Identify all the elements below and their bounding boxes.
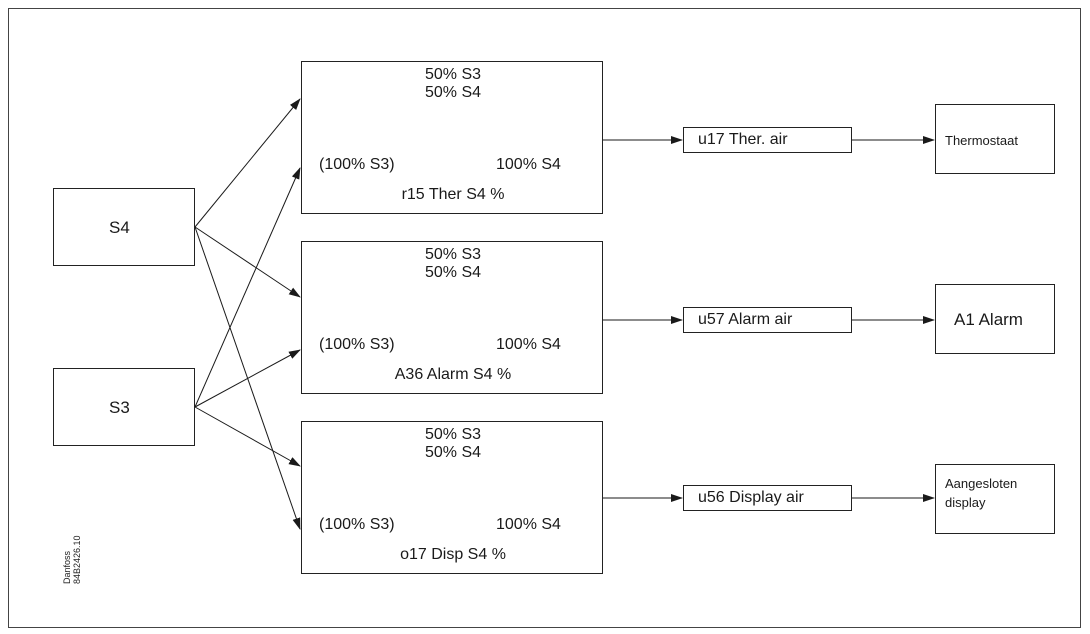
output-label: u57 Alarm air — [698, 311, 793, 328]
credit-company: Danfoss — [62, 550, 72, 584]
document-credit: Danfoss 84B2426.10 — [62, 535, 82, 584]
diagram-frame — [8, 8, 1081, 628]
input-s4-box: S4 — [53, 188, 195, 266]
mixer-top-label: 50% S3 — [424, 246, 482, 263]
input-s4-label: S4 — [109, 218, 130, 237]
arrow-s3-to-mixer-1 — [194, 167, 301, 408]
arrow-s4-to-mixer-2 — [194, 226, 301, 298]
mixer-top-label: 50% S4 — [424, 264, 482, 281]
destination-label: Thermostaat — [945, 133, 1018, 148]
mixer-right-label: 100% S4 — [496, 516, 561, 533]
destination-label: A1 Alarm — [954, 310, 1023, 329]
mixer-left-label: (100% S3) — [319, 516, 395, 533]
mixer-box-thermostat: 50% S3 50% S4 (100% S3) 100% S4 r15 Ther… — [301, 61, 603, 214]
mixer-top-label: 50% S3 — [424, 66, 482, 83]
mixer-left-label: (100% S3) — [319, 156, 395, 173]
destination-label: Aangesloten display — [945, 476, 1018, 510]
mixer-top-label: 50% S4 — [424, 84, 482, 101]
output-box-thermostat: u17 Ther. air — [683, 127, 852, 153]
input-s3-label: S3 — [109, 398, 130, 417]
mixer-top-label: 50% S4 — [424, 444, 482, 461]
mixer-param-label: A36 Alarm S4 % — [394, 366, 512, 383]
mixer-box-alarm: 50% S3 50% S4 (100% S3) 100% S4 A36 Alar… — [301, 241, 603, 394]
mixer-param-label: o17 Disp S4 % — [400, 546, 506, 563]
arrow-s4-to-mixer-1 — [194, 98, 301, 228]
output-box-display: u56 Display air — [683, 485, 852, 511]
mixer-param-label: r15 Ther S4 % — [401, 186, 505, 203]
destination-box-display: Aangesloten display — [935, 464, 1055, 534]
mixer-left-label: (100% S3) — [319, 336, 395, 353]
input-s3-box: S3 — [53, 368, 195, 446]
output-box-alarm: u57 Alarm air — [683, 307, 852, 333]
mixer-box-display: 50% S3 50% S4 (100% S3) 100% S4 o17 Disp… — [301, 421, 603, 574]
mixer-top-label: 50% S3 — [424, 426, 482, 443]
arrow-s3-to-mixer-3 — [194, 406, 301, 467]
mixer-right-label: 100% S4 — [496, 156, 561, 173]
arrow-s3-to-mixer-2 — [194, 349, 301, 408]
output-label: u17 Ther. air — [698, 131, 788, 148]
destination-box-alarm: A1 Alarm — [935, 284, 1055, 354]
credit-code: 84B2426.10 — [72, 535, 82, 584]
output-label: u56 Display air — [698, 489, 804, 506]
mixer-right-label: 100% S4 — [496, 336, 561, 353]
destination-box-thermostat: Thermostaat — [935, 104, 1055, 174]
